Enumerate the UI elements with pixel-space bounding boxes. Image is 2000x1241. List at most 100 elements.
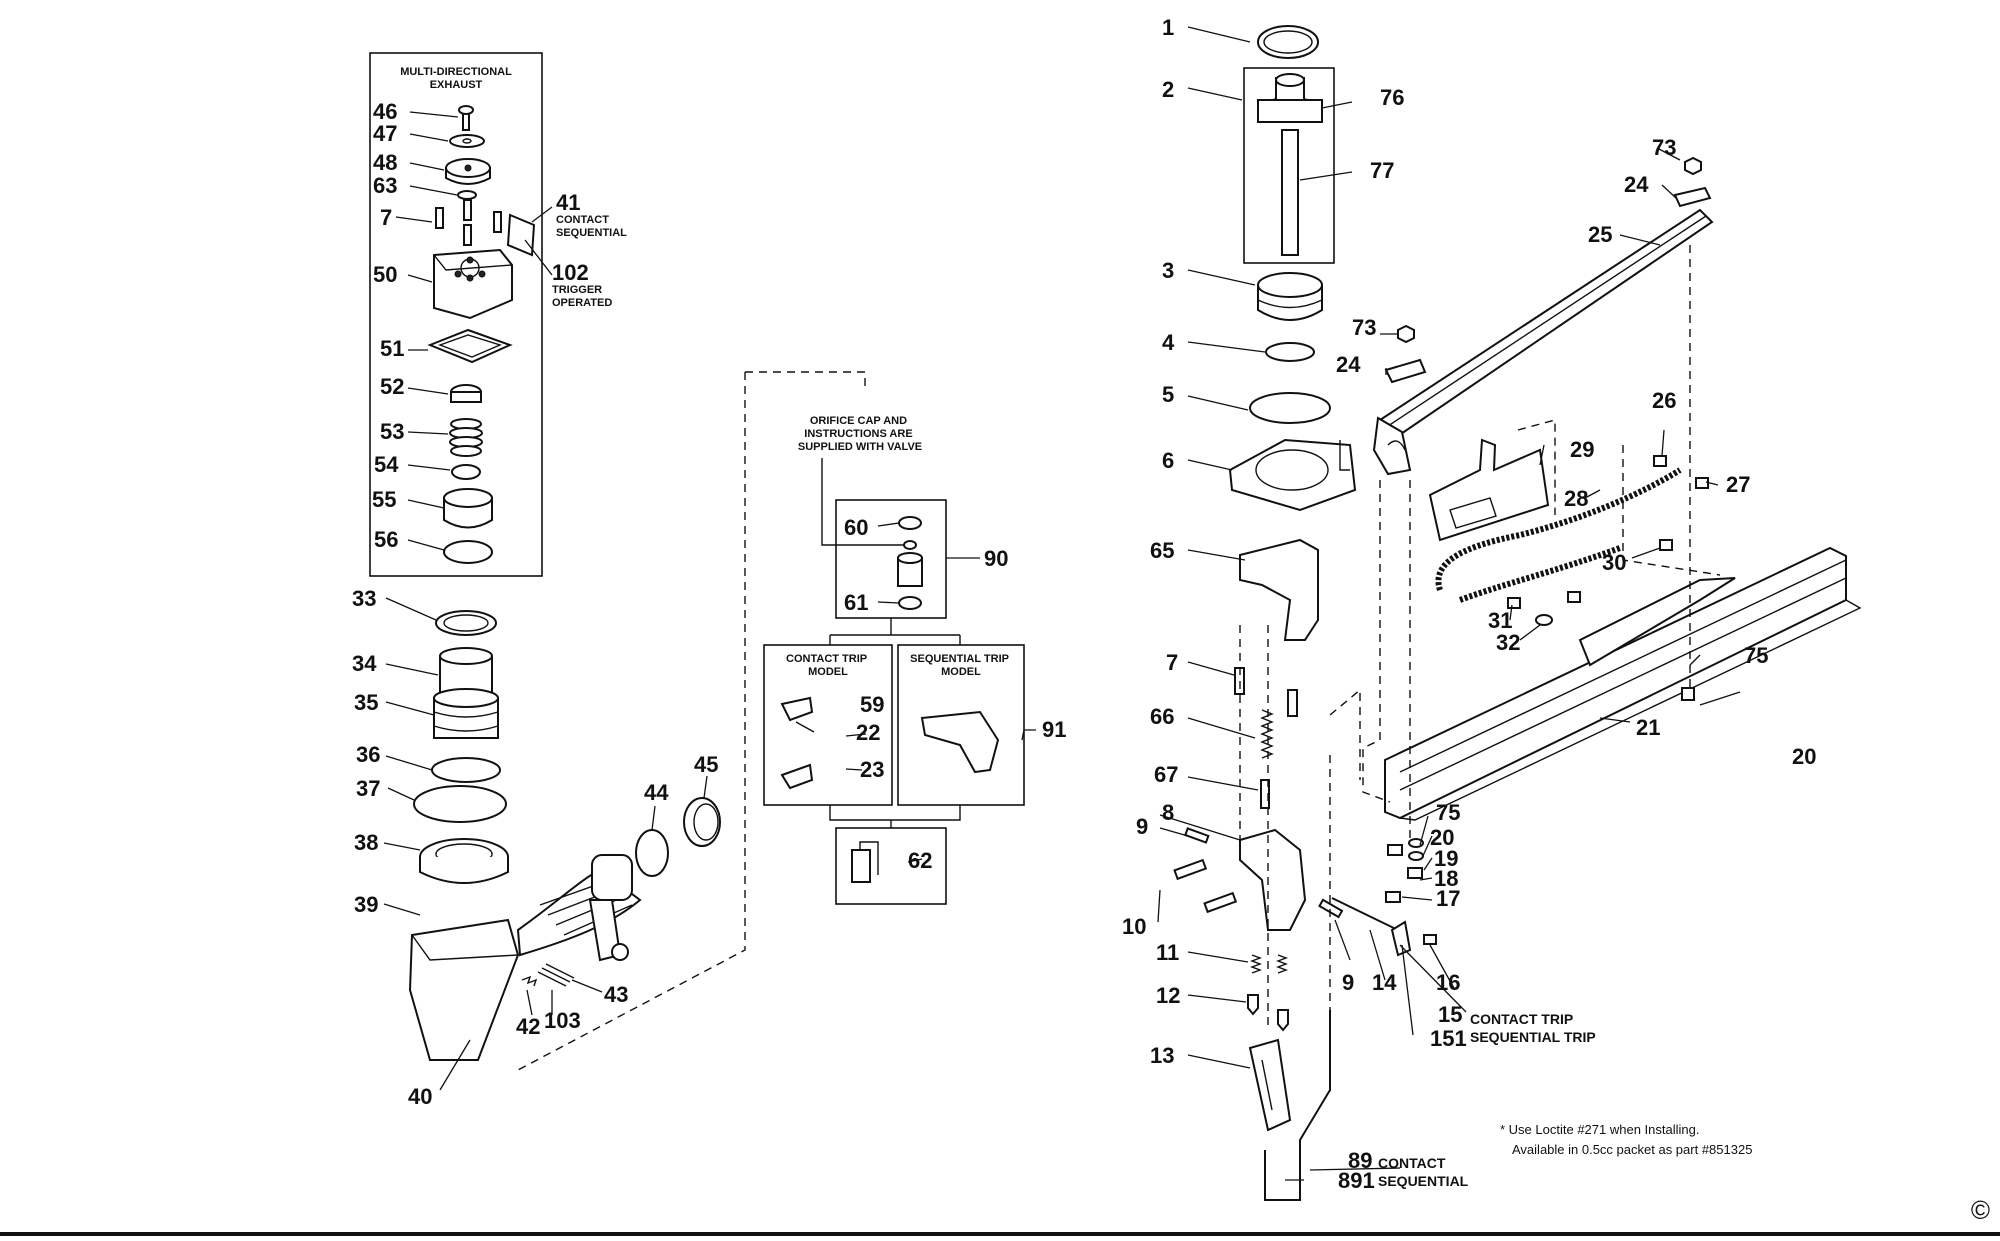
part-3-bumper — [1257, 272, 1323, 321]
part-14-16-trip — [1331, 897, 1437, 957]
callout-15: 15 — [1438, 1002, 1462, 1027]
callout-77: 77 — [1370, 158, 1394, 183]
copyright-symbol: © — [1970, 1195, 1990, 1225]
callout-8: 8 — [1162, 800, 1174, 825]
callout-27: 27 — [1726, 472, 1750, 497]
callout-16: 16 — [1436, 970, 1460, 995]
part-51-gasket — [427, 328, 513, 364]
callout-151: 151 — [1430, 1026, 1467, 1051]
callout-38: 38 — [354, 830, 378, 855]
callout-33: 33 — [352, 586, 376, 611]
callout-24-right: 24 — [1624, 172, 1649, 197]
callout-41: 41 — [556, 190, 580, 215]
part-7-screws-right — [1234, 667, 1298, 717]
part-75-pointer — [1699, 691, 1741, 706]
callout-4: 4 — [1162, 330, 1175, 355]
part-4-washer — [1265, 342, 1315, 362]
part-25-magazine-rail — [1372, 208, 1714, 476]
part-75-screws — [1681, 687, 1695, 701]
magazine-outline — [1409, 245, 1691, 840]
part-45-cap — [683, 797, 721, 847]
callout-75-lower: 75 — [1436, 800, 1460, 825]
part-77-driver-blade — [1281, 129, 1299, 256]
magazine-outline — [1362, 480, 1391, 803]
callout-73-left: 73 — [1352, 315, 1376, 340]
callout-26: 26 — [1652, 388, 1676, 413]
callout-6: 6 — [1162, 448, 1174, 473]
orifice-note: ORIFICE CAP AND INSTRUCTIONS ARE SUPPLIE… — [798, 415, 922, 453]
callout-31: 31 — [1488, 608, 1512, 633]
callout-29: 29 — [1570, 437, 1594, 462]
callout-24-left: 24 — [1336, 352, 1361, 377]
part-48-cap — [445, 158, 491, 185]
part-30-32-screws — [1507, 539, 1673, 626]
part-46-screw — [458, 105, 474, 131]
footnote: * Use Loctite #271 when Installing. Avai… — [1500, 1122, 1752, 1157]
callout-10: 10 — [1122, 914, 1146, 939]
part-13-trigger — [1248, 1038, 1292, 1132]
caption-891: SEQUENTIAL — [1378, 1173, 1469, 1189]
part-65-bracket — [1239, 538, 1319, 641]
contact-trip-model-label: CONTACT TRIP MODEL — [786, 653, 870, 678]
part-43-handle — [588, 899, 629, 962]
part-55-sleeve — [443, 488, 493, 529]
part-39-frame — [408, 854, 642, 1061]
callout-44: 44 — [644, 780, 669, 805]
part-28-spring-coil — [1435, 467, 1682, 603]
callout-91: 91 — [1042, 717, 1066, 742]
part-10-screws — [1173, 858, 1238, 914]
callout-43: 43 — [604, 982, 628, 1007]
callout-14: 14 — [1372, 970, 1397, 995]
part-6-head — [1228, 438, 1357, 512]
callout-65: 65 — [1150, 538, 1174, 563]
callout-67: 67 — [1154, 762, 1178, 787]
part-7-screws — [435, 199, 502, 246]
sequential-trip-model-label: SEQUENTIAL TRIP MODEL — [910, 653, 1012, 678]
callout-20-lower: 20 — [1430, 825, 1454, 850]
callout-34: 34 — [352, 651, 377, 676]
callout-18: 18 — [1434, 866, 1458, 891]
part-21-magazine-channel — [1384, 546, 1862, 821]
callout-30: 30 — [1602, 550, 1626, 575]
callout-76: 76 — [1380, 85, 1404, 110]
part-12-plungers — [1247, 994, 1289, 1032]
callout-35: 35 — [354, 690, 378, 715]
callout-42: 42 — [516, 1014, 540, 1039]
callout-7-right: 7 — [1166, 650, 1178, 675]
part-44-oring — [635, 829, 669, 877]
callout-46: 46 — [373, 99, 397, 124]
callout-66: 66 — [1150, 704, 1174, 729]
callout-54: 54 — [374, 452, 399, 477]
part-5-oring — [1249, 392, 1331, 424]
driver-box — [1243, 67, 1335, 264]
callout-73-right: 73 — [1652, 135, 1676, 160]
part-1-oring — [1257, 25, 1319, 59]
callout-17: 17 — [1436, 886, 1460, 911]
callout-51: 51 — [380, 336, 404, 361]
part-35-bumper — [433, 688, 499, 739]
part-67-pin — [1260, 779, 1270, 809]
callout-63: 63 — [373, 173, 397, 198]
part-17-20-fasteners — [1385, 838, 1424, 903]
caption-15: CONTACT TRIP — [1470, 1011, 1573, 1027]
callout-103: 103 — [544, 1008, 581, 1033]
callout-59: 59 — [860, 692, 884, 717]
leader-lines — [383, 26, 1719, 1181]
callout-20-upper: 20 — [1792, 744, 1816, 769]
bottom-border — [0, 1232, 2000, 1236]
callout-13: 13 — [1150, 1043, 1174, 1068]
callout-36: 36 — [356, 742, 380, 767]
callout-891: 891 — [1338, 1168, 1375, 1193]
part-76-piston — [1257, 73, 1323, 123]
part-9-pins — [1184, 827, 1344, 919]
callout-32: 32 — [1496, 630, 1520, 655]
magazine-outline — [1622, 445, 1721, 576]
part-54-oring — [451, 464, 481, 480]
part-24-clips — [1384, 186, 1712, 384]
callout-47: 47 — [373, 121, 397, 146]
part-29-follower — [1428, 438, 1550, 542]
part-53-spring — [449, 418, 483, 457]
